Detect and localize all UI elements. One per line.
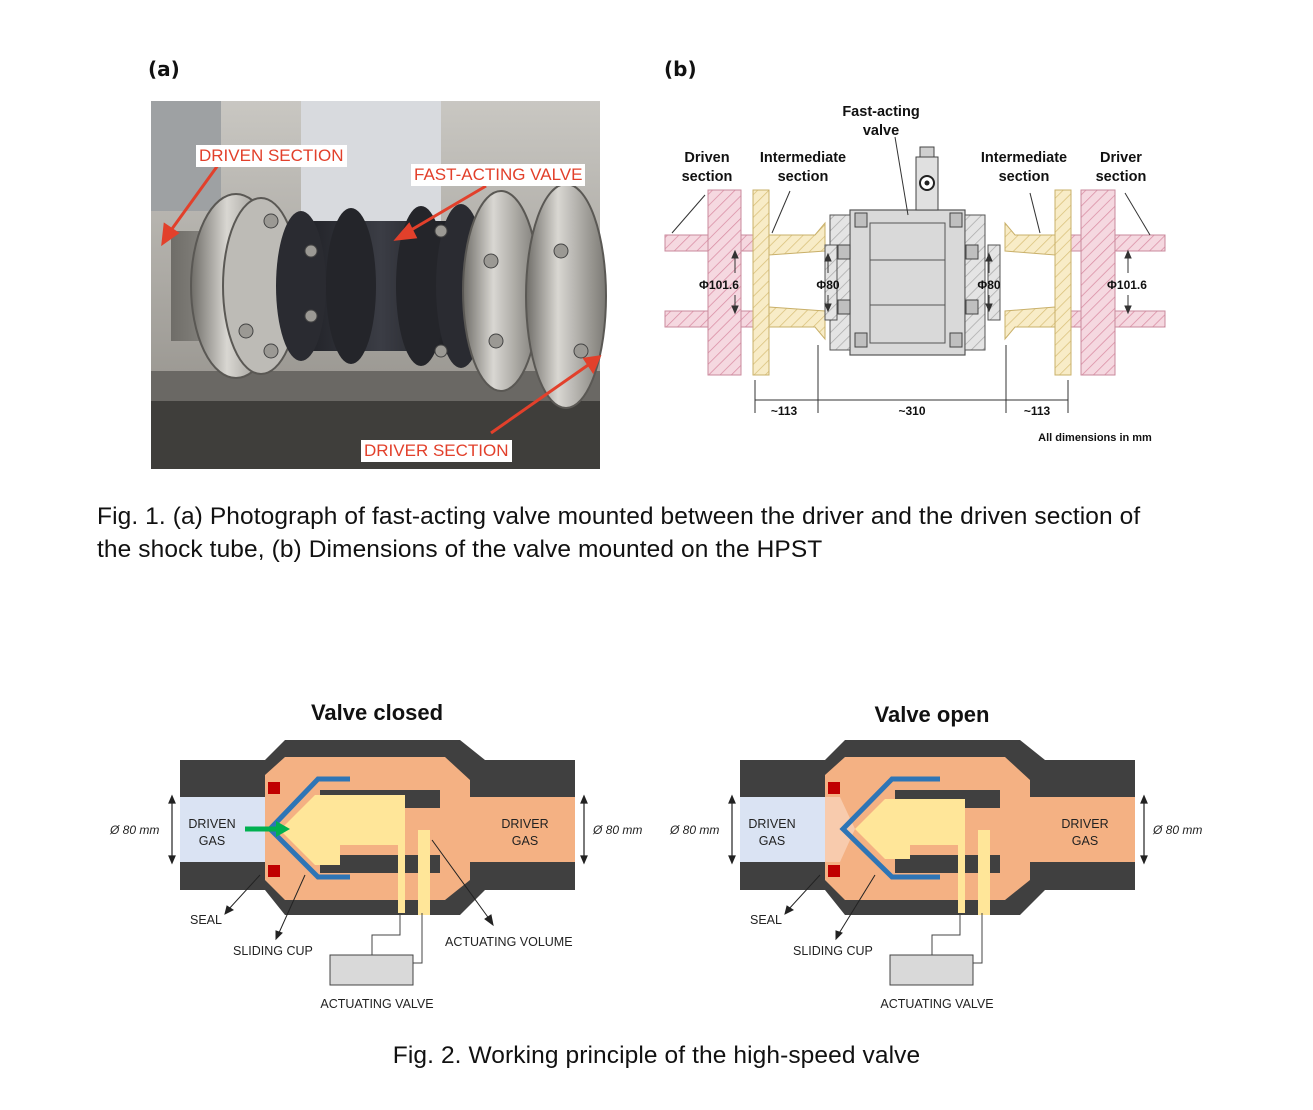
label-driven-2: section [682, 169, 733, 185]
sliding-cup-label-closed: SLIDING CUP [233, 944, 313, 958]
label-intermediate-right-1: Intermediate [981, 150, 1067, 166]
valve-closed-title: Valve closed [311, 700, 443, 725]
fig1-caption-line2: the shock tube, (b) Dimensions of the va… [97, 536, 823, 563]
driven-gas-label-open-2: GAS [759, 834, 785, 848]
label-fast-acting-1: Fast-acting [842, 104, 919, 120]
panel-label-b: (b) [664, 57, 697, 81]
valve-closed-diagram: Valve closed [100, 695, 642, 1020]
dia-inner-left-label: Φ80 [816, 278, 840, 292]
valve-open-svg: Valve open DRIVEN GAS DRIVER GAS Ø 80 mm [669, 702, 1202, 1011]
valve-photograph: DRIVEN SECTION FAST-ACTING VALVE DRIVER … [151, 101, 607, 469]
driver-section-tag: DRIVER SECTION [361, 440, 512, 462]
dia-inner-right-label: Φ80 [977, 278, 1001, 292]
actuating-volume-label: ACTUATING VOLUME [445, 935, 573, 949]
valve-closed-svg: Valve closed [109, 700, 642, 1011]
dia-left-label: Φ101.6 [699, 278, 739, 292]
driven-gas-label-open-1: DRIVEN [748, 817, 795, 831]
driver-gas-label-open-1: DRIVER [1061, 817, 1108, 831]
dim-right-label: ~113 [1024, 404, 1051, 418]
label-fast-acting-2: valve [863, 123, 899, 139]
dia-right-label: Φ101.6 [1107, 278, 1147, 292]
dim-mid-label: ~310 [898, 404, 925, 418]
actuating-valve-label-closed: ACTUATING VALVE [320, 997, 433, 1011]
driven-section-tag: DRIVEN SECTION [196, 145, 347, 167]
dia-right-open: Ø 80 mm [1152, 823, 1202, 837]
sliding-cup-label-open: SLIDING CUP [793, 944, 873, 958]
fig2-caption: Fig. 2. Working principle of the high-sp… [392, 1042, 921, 1069]
label-intermediate-left-1: Intermediate [760, 150, 846, 166]
valve-open-title: Valve open [875, 702, 990, 727]
valve-open-diagram: Valve open DRIVEN GAS DRIVER GAS Ø 80 mm [660, 695, 1220, 1020]
dimension-drawing-svg: Fast-acting valve Driven section Interme… [664, 104, 1166, 444]
label-intermediate-right-2: section [999, 169, 1050, 185]
driven-gas-label-1: DRIVEN [188, 817, 235, 831]
seal-label-closed: SEAL [190, 913, 222, 927]
dim-left-label: ~113 [771, 404, 798, 418]
driven-gas-label-2: GAS [199, 834, 225, 848]
label-driver-2: section [1096, 169, 1147, 185]
actuating-valve-label-open: ACTUATING VALVE [880, 997, 993, 1011]
units-note: All dimensions in mm [1038, 432, 1152, 444]
fig1-caption: Fig. 1. (a) Photograph of fast-acting va… [97, 500, 1257, 566]
dia-left-closed: Ø 80 mm [109, 823, 159, 837]
fig1-caption-line1: Fig. 1. (a) Photograph of fast-acting va… [97, 503, 1141, 530]
dia-right-closed: Ø 80 mm [592, 823, 642, 837]
label-driver-1: Driver [1100, 150, 1142, 166]
dia-left-open: Ø 80 mm [669, 823, 719, 837]
seal-label-open: SEAL [750, 913, 782, 927]
driver-gas-label-open-2: GAS [1072, 834, 1098, 848]
panel-label-a: (a) [148, 57, 180, 81]
label-driven-1: Driven [684, 150, 729, 166]
fast-acting-valve-tag: FAST-ACTING VALVE [411, 164, 586, 186]
driver-gas-label-2: GAS [512, 834, 538, 848]
valve-dimension-drawing: Fast-acting valve Driven section Interme… [660, 95, 1180, 455]
label-intermediate-left-2: section [778, 169, 829, 185]
driver-gas-label-1: DRIVER [501, 817, 548, 831]
